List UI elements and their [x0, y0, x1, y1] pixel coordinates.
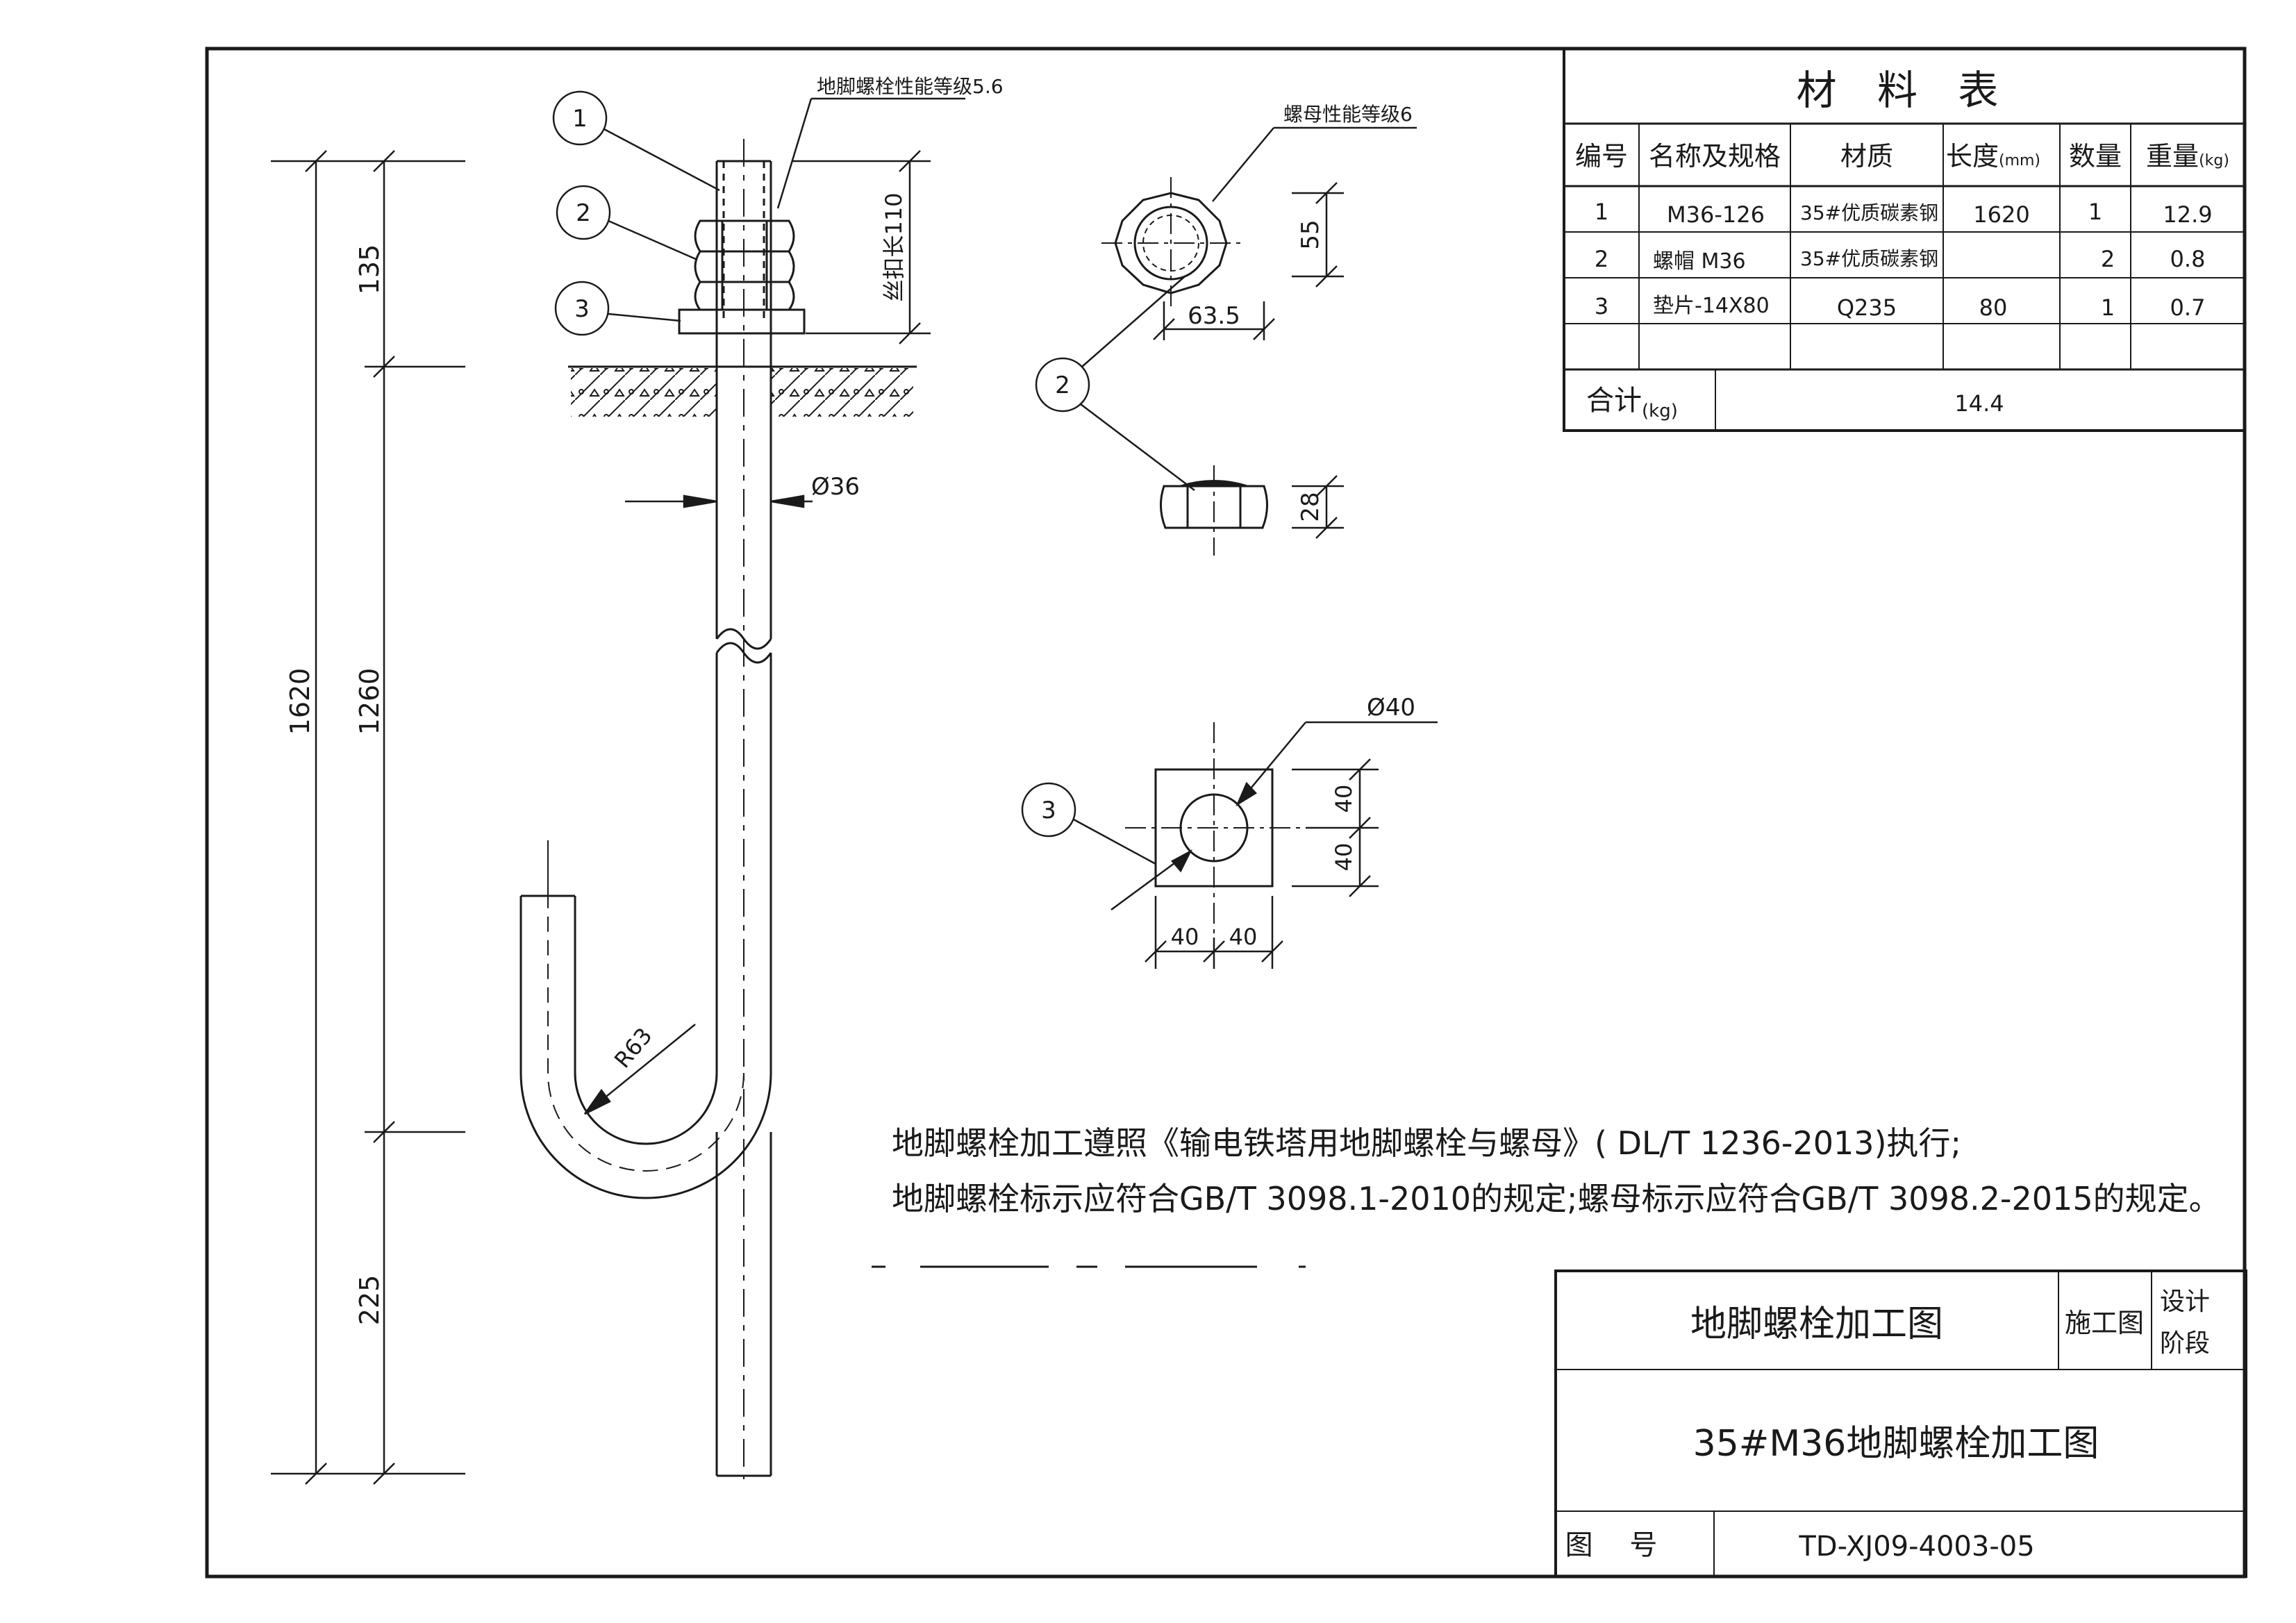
- total-label: 合计(kg): [1586, 385, 1678, 422]
- dim-top-label: 135: [354, 244, 385, 295]
- washer-callout-circle: [1021, 782, 1076, 838]
- note-line-1: 地脚螺栓加工遵照《输电铁塔用地脚螺栓与螺母》( DL/T 1236-2013)执…: [892, 1124, 1961, 1162]
- total-label-unit: (kg): [1642, 401, 1678, 422]
- bolt-nuts: [678, 219, 806, 335]
- nut-height-label: 55: [1297, 219, 1324, 249]
- table-row: 2 螺帽 M36 35#优质碳素钢 2 0.8: [1595, 246, 2206, 274]
- material-table: 材 料 表 编号 名称及规格 材质 长度(mm) 数量 重量(kg) 1 M36…: [1563, 47, 2246, 432]
- total-value: 14.4: [1954, 390, 2004, 417]
- diameter-dimension: [625, 494, 813, 508]
- bolt-dimensions: [271, 150, 465, 1485]
- stage-label-1: 设计: [2160, 1288, 2210, 1316]
- washer-hole-label: Ø40: [1367, 694, 1415, 722]
- cell-qty: 1: [2088, 199, 2102, 225]
- nut-callout-label: 2: [1055, 372, 1070, 399]
- bolt-view: 1620 135 1260 225: [271, 75, 1004, 1485]
- callout-1-label: 1: [572, 105, 588, 133]
- washer-dim-h-2: 40: [1229, 924, 1258, 950]
- callout-2-label: 2: [576, 199, 591, 227]
- cell-weight: 12.9: [2163, 201, 2212, 228]
- dim-mid-label: 1260: [354, 668, 385, 735]
- cell-name: 垫片-14X80: [1653, 294, 1770, 318]
- total-label-text: 合计: [1586, 385, 1642, 417]
- header-weight-unit: (kg): [2199, 152, 2229, 169]
- cell-length: 1620: [1973, 201, 2029, 228]
- callout-3-label: 3: [574, 295, 590, 323]
- washer-dim-v-2: 40: [1331, 843, 1357, 872]
- cell-material: 35#优质碳素钢: [1800, 247, 1938, 270]
- drawing-stage: 施工图: [2065, 1308, 2144, 1338]
- washer-dim-h-1: 40: [1171, 924, 1199, 950]
- cell-no: 1: [1595, 199, 1608, 225]
- table-title: 材 料 表: [1797, 67, 2013, 114]
- callout-3: 3: [554, 281, 681, 336]
- thread-length-label: 丝扣长110: [881, 192, 907, 301]
- nut-thickness-label: 28: [1297, 492, 1324, 522]
- header-no: 编号: [1575, 141, 1628, 172]
- cell-qty: 2: [2101, 246, 2115, 272]
- ground-hatch-right: [771, 368, 913, 417]
- bolt-shaft: [519, 139, 772, 1479]
- stage-label-2: 阶段: [2160, 1329, 2210, 1358]
- dim-bottom-label: 225: [354, 1275, 385, 1326]
- drawing-name: 地脚螺栓加工图: [1690, 1304, 1943, 1345]
- callout-2: 2: [556, 185, 698, 261]
- cell-name: M36-126: [1667, 201, 1765, 228]
- cell-qty: 1: [2101, 294, 2115, 321]
- cell-no: 3: [1595, 293, 1608, 319]
- table-row: 3 垫片-14X80 Q235 80 1 0.7: [1595, 293, 2206, 321]
- header-name: 名称及规格: [1649, 141, 1781, 172]
- header-length-text: 长度: [1946, 141, 1999, 172]
- drawing-subtitle: 35#M36地脚螺栓加工图: [1693, 1423, 2099, 1465]
- header-qty: 数量: [2069, 141, 2122, 172]
- cell-length: 80: [1979, 294, 2008, 321]
- nut-width-label: 63.5: [1188, 302, 1240, 330]
- header-weight: 重量(kg): [2146, 141, 2229, 172]
- cell-weight: 0.8: [2170, 246, 2206, 272]
- nut-callout-circle: [1035, 357, 1090, 413]
- cell-material: 35#优质碳素钢: [1800, 201, 1938, 224]
- note-line-2: 地脚螺栓标示应符合GB/T 3098.1-2010的规定;螺母标示应符合GB/T…: [892, 1180, 2221, 1217]
- radius-dimension: [583, 1024, 696, 1115]
- cell-name: 螺帽 M36: [1653, 249, 1746, 274]
- title-block: 地脚螺栓加工图 施工图 设计 阶段 35#M36地脚螺栓加工图 图 号 TD-X…: [872, 1270, 2247, 1579]
- drawing-number: TD-XJ09-4003-05: [1798, 1531, 2034, 1563]
- notes: 地脚螺栓加工遵照《输电铁塔用地脚螺栓与螺母》( DL/T 1236-2013)执…: [892, 1124, 2221, 1217]
- callout-1: 1: [552, 90, 720, 192]
- cell-material: Q235: [1837, 294, 1897, 321]
- diameter-label: Ø36: [811, 473, 860, 501]
- dim-total-label: 1620: [285, 668, 315, 735]
- header-weight-text: 重量: [2146, 141, 2199, 172]
- nut-grade-label: 螺母性能等级6: [1283, 103, 1413, 126]
- washer-dim-v-1: 40: [1331, 785, 1357, 813]
- header-length-unit: (mm): [1999, 152, 2040, 169]
- ground-hatch-left: [571, 368, 717, 417]
- nut-view: 55 63.5 28 2: [1035, 103, 1417, 556]
- grade-leader: [776, 98, 813, 209]
- cell-weight: 0.7: [2170, 294, 2206, 321]
- washer-view: Ø40 40 40 40 40 3: [1021, 694, 1438, 969]
- header-material: 材质: [1840, 141, 1893, 172]
- table-row: 1 M36-126 35#优质碳素钢 1620 1 12.9: [1595, 199, 2213, 228]
- washer-callout-label: 3: [1041, 797, 1056, 824]
- thread-dimension: [792, 150, 931, 344]
- bolt-grade-label: 地脚螺栓性能等级5.6: [817, 75, 1004, 98]
- cell-no: 2: [1595, 246, 1608, 272]
- header-length: 长度(mm): [1946, 141, 2040, 172]
- radius-label: R63: [609, 1022, 658, 1073]
- drawing-number-label: 图 号: [1565, 1529, 1672, 1561]
